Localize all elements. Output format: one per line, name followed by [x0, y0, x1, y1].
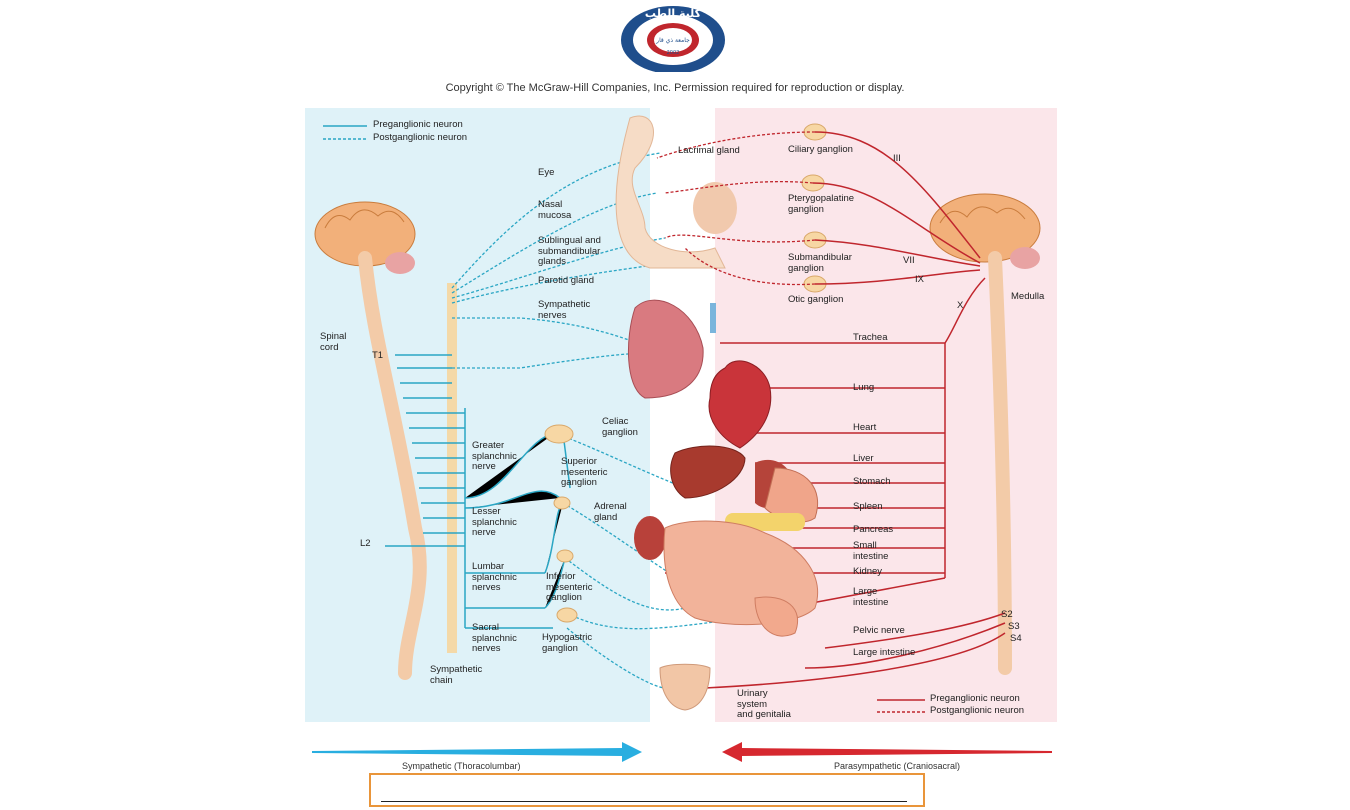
answer-underline — [381, 801, 907, 802]
label-greater-splanchnic: Greater splanchnic nerve — [472, 440, 517, 472]
kidney-organ — [634, 516, 666, 560]
label-s2: S2 — [1001, 609, 1013, 620]
legend-postganglionic-sym: Postganglionic neuron — [373, 132, 468, 143]
label-s4: S4 — [1010, 633, 1022, 644]
label-medulla: Medulla — [1011, 291, 1045, 302]
lung-organ — [628, 299, 704, 399]
label-trachea: Trachea — [853, 332, 888, 343]
college-logo: كلية الطب جامعة ذي قار 2002 — [618, 2, 728, 74]
svg-text:جامعة ذي قار: جامعة ذي قار — [655, 37, 690, 44]
heart-organ — [708, 360, 772, 449]
label-pterygopalatine-ganglion: Pterygopalatine ganglion — [788, 193, 855, 215]
label-spinal-cord: Spinal cord — [320, 331, 347, 353]
left-spinal-cord — [358, 251, 427, 680]
sympathetic-caption: Sympathetic (Thoracolumbar) — [402, 761, 521, 771]
label-l2: L2 — [360, 538, 371, 549]
label-kidney: Kidney — [853, 566, 883, 577]
answer-text-box[interactable] — [369, 773, 925, 807]
diagram-artwork — [305, 108, 1057, 722]
direction-arrows — [312, 742, 1052, 762]
label-sympathetic-chain: Sympathetic chain — [430, 664, 483, 686]
label-celiac-ganglion: Celiac ganglion — [602, 416, 638, 438]
label-t1: T1 — [372, 350, 384, 361]
right-brain — [929, 193, 1041, 269]
left-brain — [314, 201, 416, 274]
label-s3: S3 — [1008, 621, 1020, 632]
label-cranial-iii: III — [893, 153, 901, 164]
label-cranial-x: X — [957, 300, 964, 311]
svg-text:كلية الطب: كلية الطب — [645, 7, 702, 20]
label-parotid-gland: Parotid gland — [538, 275, 594, 286]
label-lung: Lung — [853, 382, 875, 393]
autonomic-nervous-system-diagram: Preganglionic neuron Postganglionic neur… — [305, 108, 1057, 722]
label-otic-ganglion: Otic ganglion — [788, 294, 844, 305]
label-spleen: Spleen — [853, 501, 883, 512]
label-heart: Heart — [853, 422, 877, 433]
legend-preganglionic-sym: Preganglionic neuron — [373, 119, 463, 130]
label-cranial-vii: VII — [903, 255, 915, 266]
label-hypogastric-ganglion: Hypogastric ganglion — [542, 632, 593, 654]
bladder-organ — [659, 663, 711, 711]
label-lumbar-splanchnic: Lumbar splanchnic nerves — [472, 561, 517, 593]
label-ciliary-ganglion: Ciliary ganglion — [788, 144, 853, 155]
label-sacral-splanchnic: Sacral splanchnic nerves — [472, 622, 517, 654]
label-large-intestine-2: Large intestine — [853, 647, 916, 658]
label-small-intestine: Small intestine — [853, 540, 889, 562]
label-submandibular-ganglion: Submandibular ganglion — [788, 252, 852, 274]
face-illustration — [615, 115, 726, 269]
label-lesser-splanchnic: Lesser splanchnic nerve — [472, 506, 517, 538]
parasympathetic-caption: Parasympathetic (Craniosacral) — [834, 761, 961, 771]
svg-text:2002: 2002 — [667, 50, 680, 56]
liver-organ — [670, 445, 746, 499]
label-urinary-system: Urinary system and genitalia — [737, 688, 791, 720]
right-spinal-cord — [988, 251, 1012, 675]
label-sublingual-glands: Sublingual and submandibular glands — [538, 235, 601, 267]
label-adrenal-gland: Adrenal gland — [594, 501, 627, 523]
legend-preganglionic-para: Preganglionic neuron — [930, 693, 1020, 704]
label-inferior-mesenteric: Inferior mesenteric ganglion — [546, 571, 593, 603]
label-stomach: Stomach — [853, 476, 891, 487]
label-lacrimal-gland: Lacrimal gland — [678, 145, 740, 156]
label-cranial-ix: IX — [915, 274, 924, 285]
label-nasal-mucosa: Nasal mucosa — [538, 199, 572, 221]
label-liver: Liver — [853, 453, 874, 464]
label-pelvic-nerve: Pelvic nerve — [853, 625, 905, 636]
label-superior-mesenteric: Superior mesenteric ganglion — [561, 456, 608, 488]
label-sympathetic-nerves: Sympathetic nerves — [538, 299, 591, 321]
legend-postganglionic-para: Postganglionic neuron — [930, 705, 1025, 716]
label-large-intestine: Large intestine — [853, 586, 889, 608]
label-pancreas: Pancreas — [853, 524, 894, 535]
copyright-notice: Copyright © The McGraw-Hill Companies, I… — [445, 82, 905, 94]
label-eye: Eye — [538, 167, 555, 178]
